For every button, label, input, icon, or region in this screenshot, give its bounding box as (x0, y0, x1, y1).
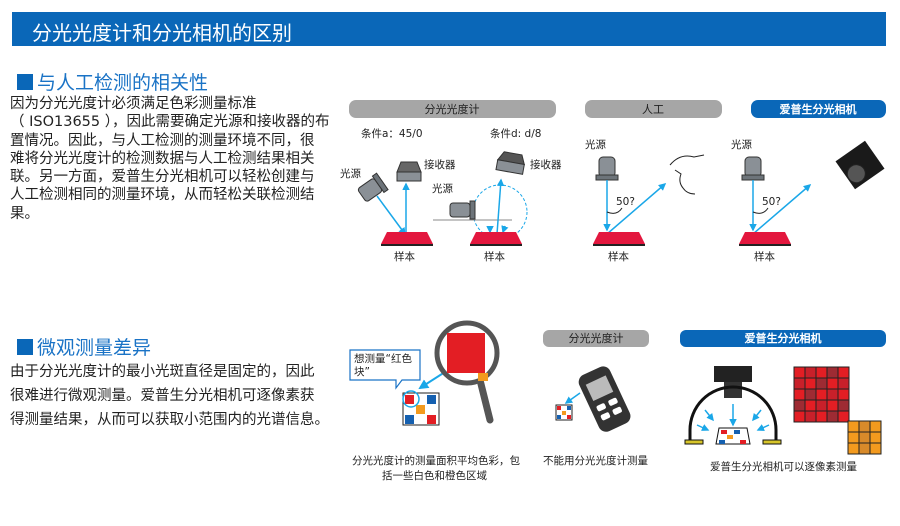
svg-text:样本: 样本 (608, 250, 629, 263)
sample-icon (739, 232, 791, 244)
camera-pill: 爱普生分光相机 (751, 100, 886, 118)
pixel-cell (804, 410, 817, 423)
pixel-cell (847, 431, 860, 444)
svg-text:爱普生分光相机: 爱普生分光相机 (745, 331, 822, 345)
pixel-grid-red-icon (793, 366, 850, 423)
pixel-cell (815, 399, 828, 412)
section2-body: 由于分光光度计的最小光斑直径是固定的，因此 很难进行微观测量。爱普生分光相机可逐… (10, 364, 329, 428)
light-source-icon (741, 156, 765, 181)
pixel-cell (793, 366, 806, 379)
handheld-spectrometer-icon (578, 366, 631, 432)
svg-text:样本: 样本 (754, 250, 775, 263)
page-header: 分光光度计和分光相机的区别 (12, 12, 886, 46)
svg-text:接收器: 接收器 (530, 158, 562, 171)
svg-text:括一些白色和橙色区域: 括一些白色和橙色区域 (382, 469, 487, 482)
svg-text:爱普生分光相机: 爱普生分光相机 (780, 102, 857, 116)
pixel-cell (815, 366, 828, 379)
caption-3: 爱普生分光相机可以逐像素测量 (710, 460, 857, 473)
pixel-cell (837, 410, 850, 423)
pixel-cell (858, 442, 871, 455)
camera-icon (835, 140, 885, 190)
camera-pill-2: 爱普生分光相机 (680, 330, 886, 347)
pixel-grid-orange-icon (847, 420, 882, 455)
pixel-cell (826, 377, 839, 390)
pixel-cell (793, 410, 806, 423)
page-title: 分光光度计和分光相机的区别 (32, 21, 292, 45)
pixel-cell (826, 399, 839, 412)
svg-text:接收器: 接收器 (424, 158, 456, 171)
pixel-cell (793, 388, 806, 401)
pixel-cell (837, 388, 850, 401)
pixel-cell (804, 377, 817, 390)
svg-text:样本: 样本 (484, 250, 505, 263)
pixel-cell (815, 377, 828, 390)
pixel-cell (826, 366, 839, 379)
light-source-icon (449, 200, 476, 220)
pixel-cell (804, 366, 817, 379)
color-grid-icon (402, 392, 440, 426)
pixel-cell (847, 442, 860, 455)
svg-text:想测量“红色: 想测量“红色 (354, 352, 412, 365)
svg-text:块”: 块” (354, 366, 370, 378)
human-pill: 人工 (585, 100, 722, 118)
receiver-icon (495, 151, 525, 175)
pixel-cell (869, 420, 882, 433)
sample-icon (470, 232, 522, 244)
pixel-cell (815, 388, 828, 401)
pixel-cell (793, 377, 806, 390)
svg-text:样本: 样本 (394, 250, 415, 263)
pixel-cell (837, 366, 850, 379)
square-bullet-icon (17, 338, 33, 355)
pixel-cell (869, 442, 882, 455)
pixel-cell (804, 388, 817, 401)
angle-label: 50? (616, 196, 635, 208)
section1-heading: 与人工检测的相关性 (17, 68, 208, 95)
svg-text:人工: 人工 (642, 103, 664, 116)
pixel-cell (793, 399, 806, 412)
svg-text:光源: 光源 (585, 138, 606, 151)
section1-body: 因为分光光度计必须满足色彩测量标准 （ ISO13655 ），因此需要确定光源和… (10, 96, 330, 222)
svg-text:分光光度计: 分光光度计 (569, 331, 624, 345)
sample-icon (593, 232, 645, 244)
svg-text:光源: 光源 (340, 167, 361, 180)
condition-d-label: 条件d: d/8 (490, 127, 541, 140)
section2-heading: 微观测量差异 (17, 333, 151, 360)
pixel-cell (858, 420, 871, 433)
color-grid-small-icon (555, 404, 573, 421)
sample-icon (381, 232, 433, 244)
pixel-cell (815, 410, 828, 423)
pixel-cell (869, 431, 882, 444)
light-source-icon (595, 156, 619, 181)
pixel-cell (837, 399, 850, 412)
pixel-cell (826, 388, 839, 401)
spectro-pill-2: 分光光度计 (543, 330, 649, 347)
pixel-cell (804, 399, 817, 412)
light-source-icon (357, 172, 389, 202)
human-face-icon (669, 154, 705, 195)
magnifier-icon (434, 320, 500, 424)
pixel-cell (826, 410, 839, 423)
svg-text:光源: 光源 (731, 138, 752, 151)
angle-label: 50? (762, 196, 781, 208)
pixel-cell (858, 431, 871, 444)
svg-text:分光光度计: 分光光度计 (425, 102, 480, 116)
square-bullet-icon (17, 73, 33, 90)
caption-2: 不能用分光光度计测量 (543, 454, 648, 467)
camera-dome-icon (684, 366, 782, 445)
receiver-icon (396, 161, 422, 182)
pixel-cell (837, 377, 850, 390)
spectro-pill: 分光光度计 (349, 100, 556, 118)
speech-bubble: 想测量“红色 块” (349, 349, 421, 390)
caption-1: 分光光度计的测量面积平均色彩，包 (352, 454, 520, 467)
pixel-cell (847, 420, 860, 433)
svg-text:光源: 光源 (432, 182, 453, 195)
condition-a-label: 条件a：45/0 (361, 127, 423, 140)
